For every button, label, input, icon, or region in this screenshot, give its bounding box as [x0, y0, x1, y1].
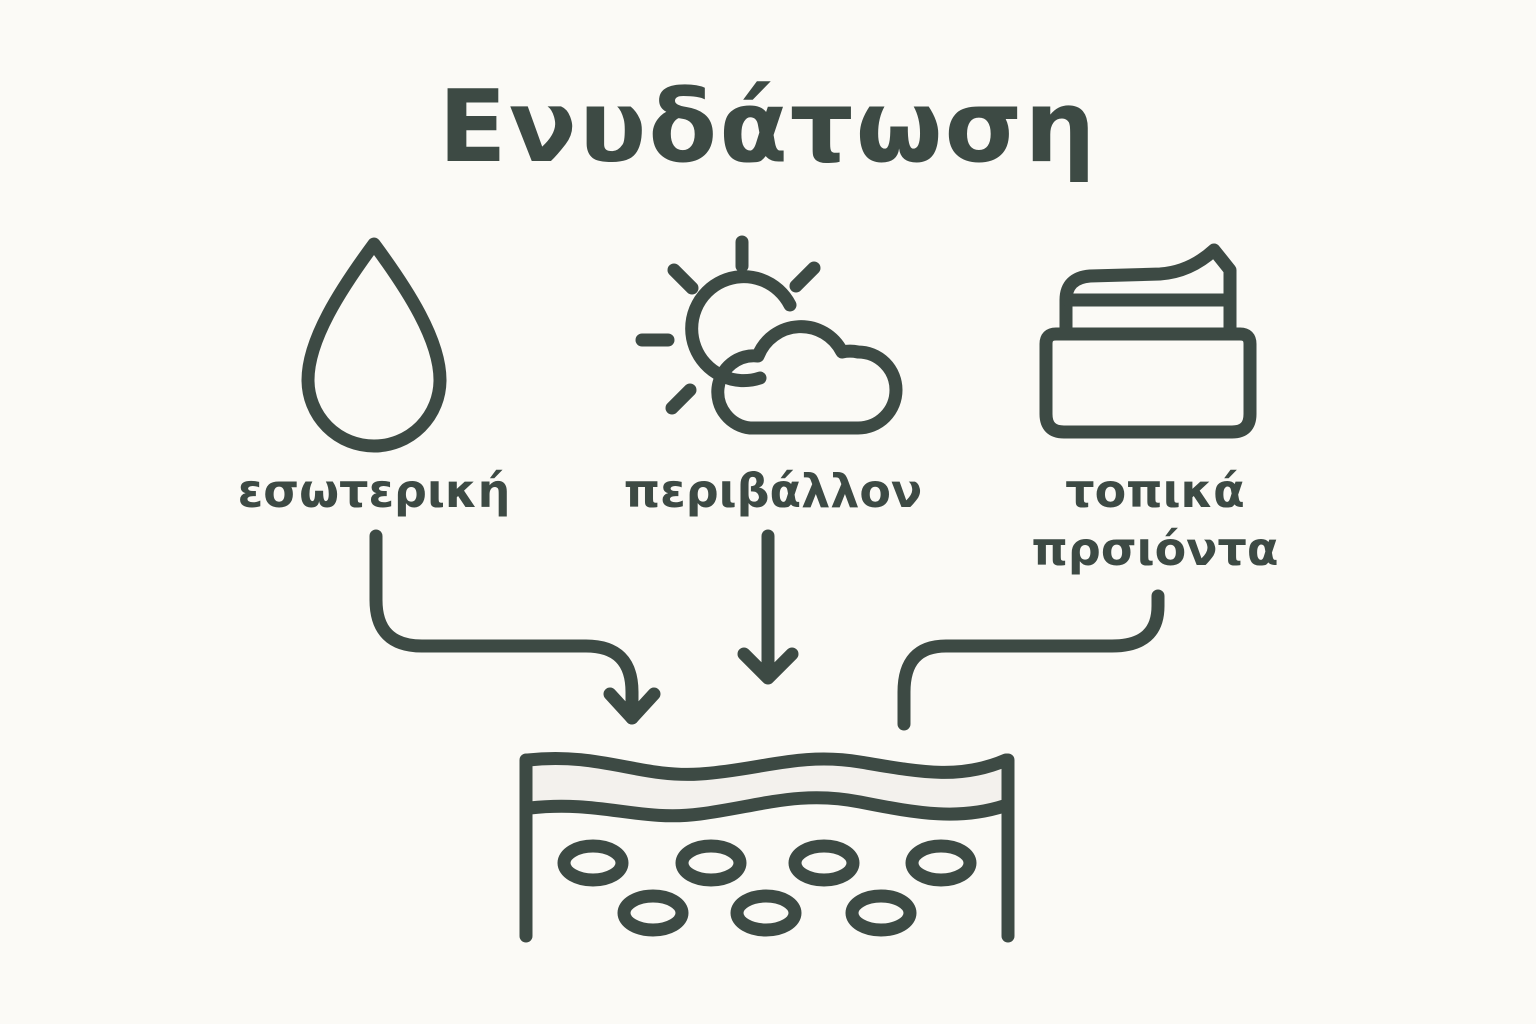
label-environment: περιβάλλον	[623, 464, 923, 518]
water-drop-icon	[301, 237, 447, 453]
label-topical-line1: τοπικά	[1065, 464, 1245, 518]
label-internal: εσωτερική	[237, 464, 511, 518]
sun-cloud-icon	[635, 235, 903, 435]
label-topical: τοπικά πρσιόντα	[1010, 462, 1300, 578]
diagram-title: Ενυδάτωση	[438, 68, 1098, 185]
arrow-internal-to-skin	[369, 529, 661, 725]
cream-jar-icon	[1039, 243, 1257, 439]
skin-layers-icon	[519, 751, 1015, 943]
line-topical-to-skin	[897, 589, 1165, 731]
label-topical-line2: πρσιόντα	[1031, 522, 1279, 576]
arrow-environment-to-skin	[737, 529, 799, 685]
skin-cell-icons	[557, 839, 977, 937]
